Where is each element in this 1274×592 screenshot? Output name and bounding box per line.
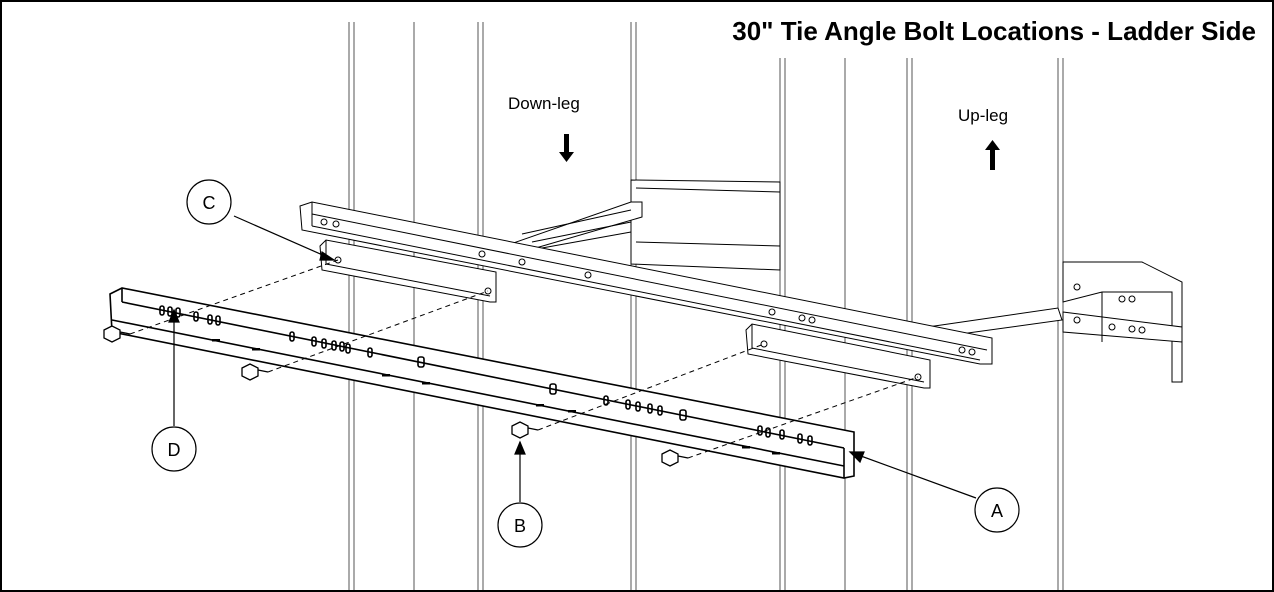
bolt-d <box>103 325 131 343</box>
callout-c-label: C <box>203 193 216 213</box>
bolt-b <box>511 421 539 439</box>
down-leg-label: Down-leg <box>508 94 580 113</box>
callout-circle-c <box>186 179 232 225</box>
callout-a-label: A <box>991 501 1003 521</box>
callout-circle-d <box>151 426 197 472</box>
right-angle-bracket <box>745 323 931 389</box>
main-tie-angle <box>109 287 855 479</box>
alignment-lines <box>129 259 919 459</box>
bolt-right-lower <box>661 449 689 467</box>
down-arrow-icon <box>559 134 574 162</box>
callout-leaders <box>168 215 977 502</box>
callout-d-label: D <box>168 440 181 460</box>
callout-circle-b <box>497 502 543 548</box>
up-leg-label: Up-leg <box>958 106 1009 125</box>
diagram-title: 30" Tie Angle Bolt Locations - Ladder Si… <box>732 16 1256 46</box>
upper-tie-rail <box>299 201 993 365</box>
callout-b-label: B <box>514 516 526 536</box>
callout-circle-a <box>974 487 1020 533</box>
up-arrow-icon <box>985 140 1000 170</box>
bolt-left-lower <box>241 363 269 381</box>
bolts <box>103 325 689 467</box>
